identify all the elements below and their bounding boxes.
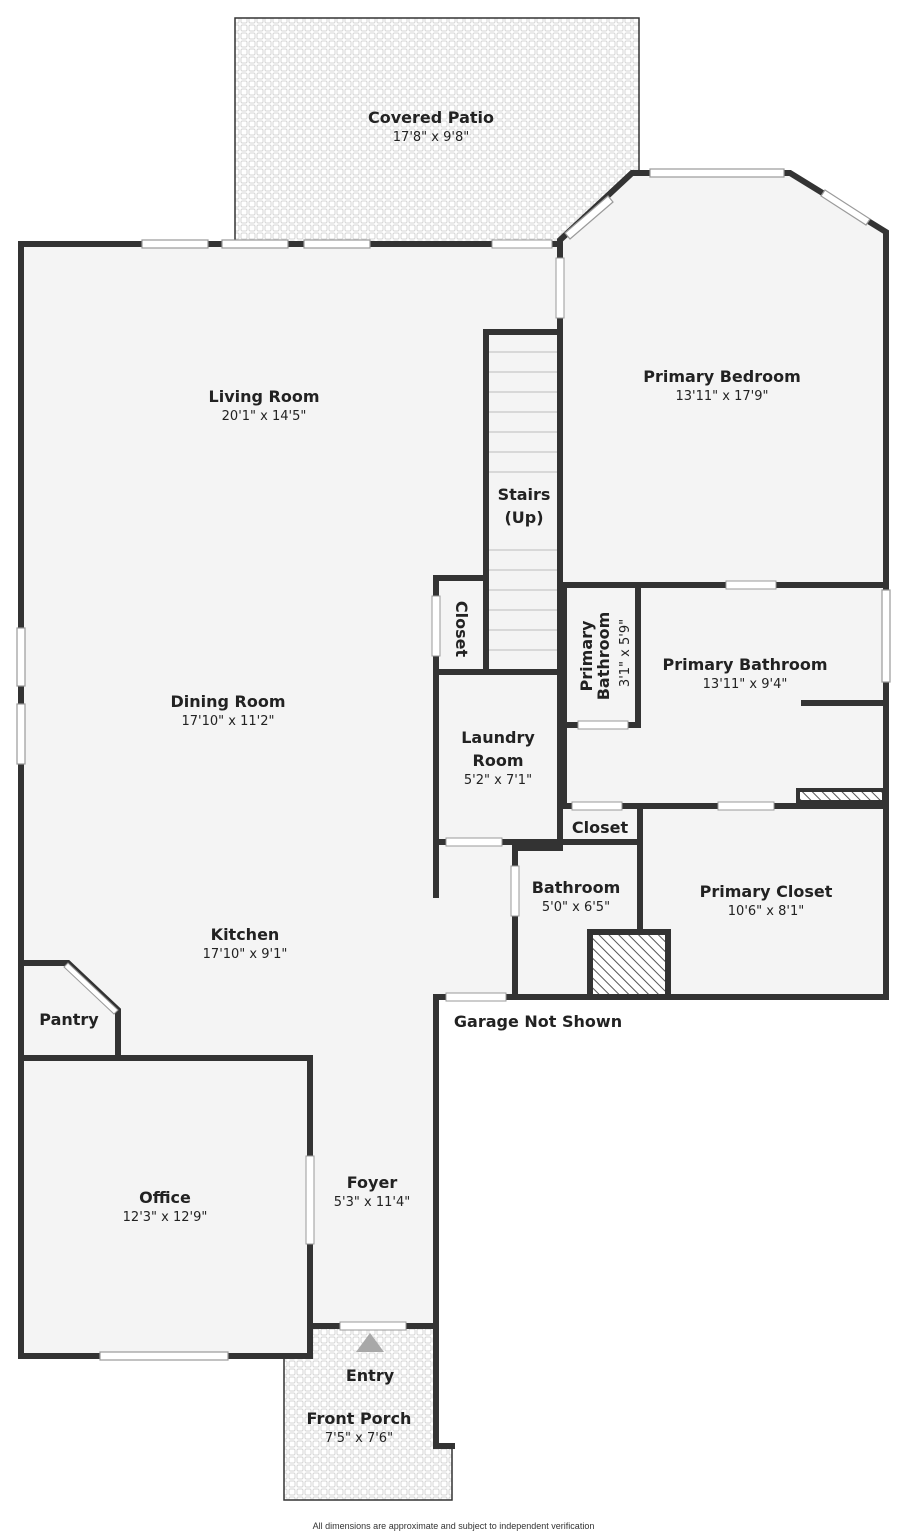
room-name: Entry	[345, 1366, 395, 1385]
label-primary-bathroom: Primary Bathroom 13'11" x 9'4"	[662, 653, 827, 693]
room-name: Foyer	[346, 1173, 398, 1192]
room-name: Covered Patio	[368, 108, 494, 127]
windows	[16, 168, 891, 1361]
room-name-line2: Room	[472, 751, 524, 770]
note-text: Garage Not Shown	[453, 1012, 623, 1031]
room-name: Closet	[571, 818, 629, 837]
room-dimensions: 17'10" x 9'1"	[202, 947, 288, 962]
room-dimensions: 13'11" x 9'4"	[702, 677, 788, 692]
label-bathroom: Bathroom 5'0" x 6'5"	[532, 876, 621, 916]
room-name-line1: Stairs	[497, 485, 551, 504]
room-name: Pantry	[39, 1010, 99, 1029]
label-primary-closet: Primary Closet 10'6" x 8'1"	[700, 880, 833, 920]
door-openings	[63, 239, 777, 1331]
room-dimensions: 17'8" x 9'8"	[392, 130, 470, 145]
room-dimensions: 5'0" x 6'5"	[541, 900, 611, 915]
room-name: Kitchen	[210, 925, 280, 944]
room-dimensions: 12'3" x 12'9"	[122, 1210, 208, 1225]
entry-arrow-icon	[356, 1333, 384, 1352]
label-covered-patio: Covered Patio 17'8" x 9'8"	[368, 106, 494, 146]
label-entry: Entry	[346, 1364, 394, 1387]
label-pantry: Pantry	[39, 1008, 98, 1031]
room-name-line1: Primary	[577, 620, 596, 692]
room-name: Front Porch	[306, 1409, 412, 1428]
covered-patio-area	[234, 17, 640, 244]
room-name: Bathroom	[531, 878, 621, 897]
room-dimensions: 20'1" x 14'5"	[221, 409, 307, 424]
shower-hatch-bathroom	[587, 929, 671, 1000]
label-office: Office 12'3" x 12'9"	[123, 1186, 208, 1226]
main-floor-area	[21, 173, 886, 1356]
label-kitchen: Kitchen 17'10" x 9'1"	[203, 923, 288, 963]
label-laundry-room: Laundry Room 5'2" x 7'1"	[461, 726, 535, 789]
label-primary-bedroom: Primary Bedroom 13'11" x 17'9"	[643, 365, 801, 405]
room-name: Primary Bedroom	[643, 367, 801, 386]
label-living-room: Living Room 20'1" x 14'5"	[209, 385, 320, 425]
room-dimensions: 5'2" x 7'1"	[463, 773, 533, 788]
room-dimensions: 5'3" x 11'4"	[333, 1195, 411, 1210]
room-name: Closet	[452, 600, 471, 658]
shower-hatch-primary-bath	[796, 788, 886, 804]
room-name-line2: Bathroom	[594, 611, 613, 701]
room-dimensions: 7'5" x 7'6"	[324, 1431, 394, 1446]
label-foyer: Foyer 5'3" x 11'4"	[334, 1171, 410, 1211]
label-closet-primary: Closet	[572, 816, 628, 839]
label-garage-note: Garage Not Shown	[454, 1010, 622, 1033]
room-name-line1: Laundry	[461, 728, 535, 747]
room-name-line2: (Up)	[504, 508, 544, 527]
room-dimensions: 17'10" x 11'2"	[181, 714, 275, 729]
room-name: Office	[139, 1188, 191, 1207]
label-front-porch: Front Porch 7'5" x 7'6"	[307, 1407, 412, 1447]
label-stairs: Stairs (Up)	[498, 483, 551, 529]
room-dimensions: 3'1" x 5'9"	[618, 618, 633, 688]
disclaimer-text: All dimensions are approximate and subje…	[312, 1521, 595, 1531]
room-name: Primary Bathroom	[662, 655, 828, 674]
room-name: Living Room	[208, 387, 320, 406]
label-dining-room: Dining Room 17'10" x 11'2"	[170, 690, 285, 730]
room-name: Dining Room	[170, 692, 286, 711]
room-name: Primary Closet	[699, 882, 833, 901]
label-primary-bathroom-small-dim: 3'1" x 5'9"	[617, 601, 635, 705]
room-dimensions: 10'6" x 8'1"	[727, 904, 805, 919]
stair-treads	[489, 351, 557, 651]
label-closet-hall: Closet	[449, 587, 473, 671]
room-dimensions: 13'11" x 17'9"	[675, 389, 769, 404]
